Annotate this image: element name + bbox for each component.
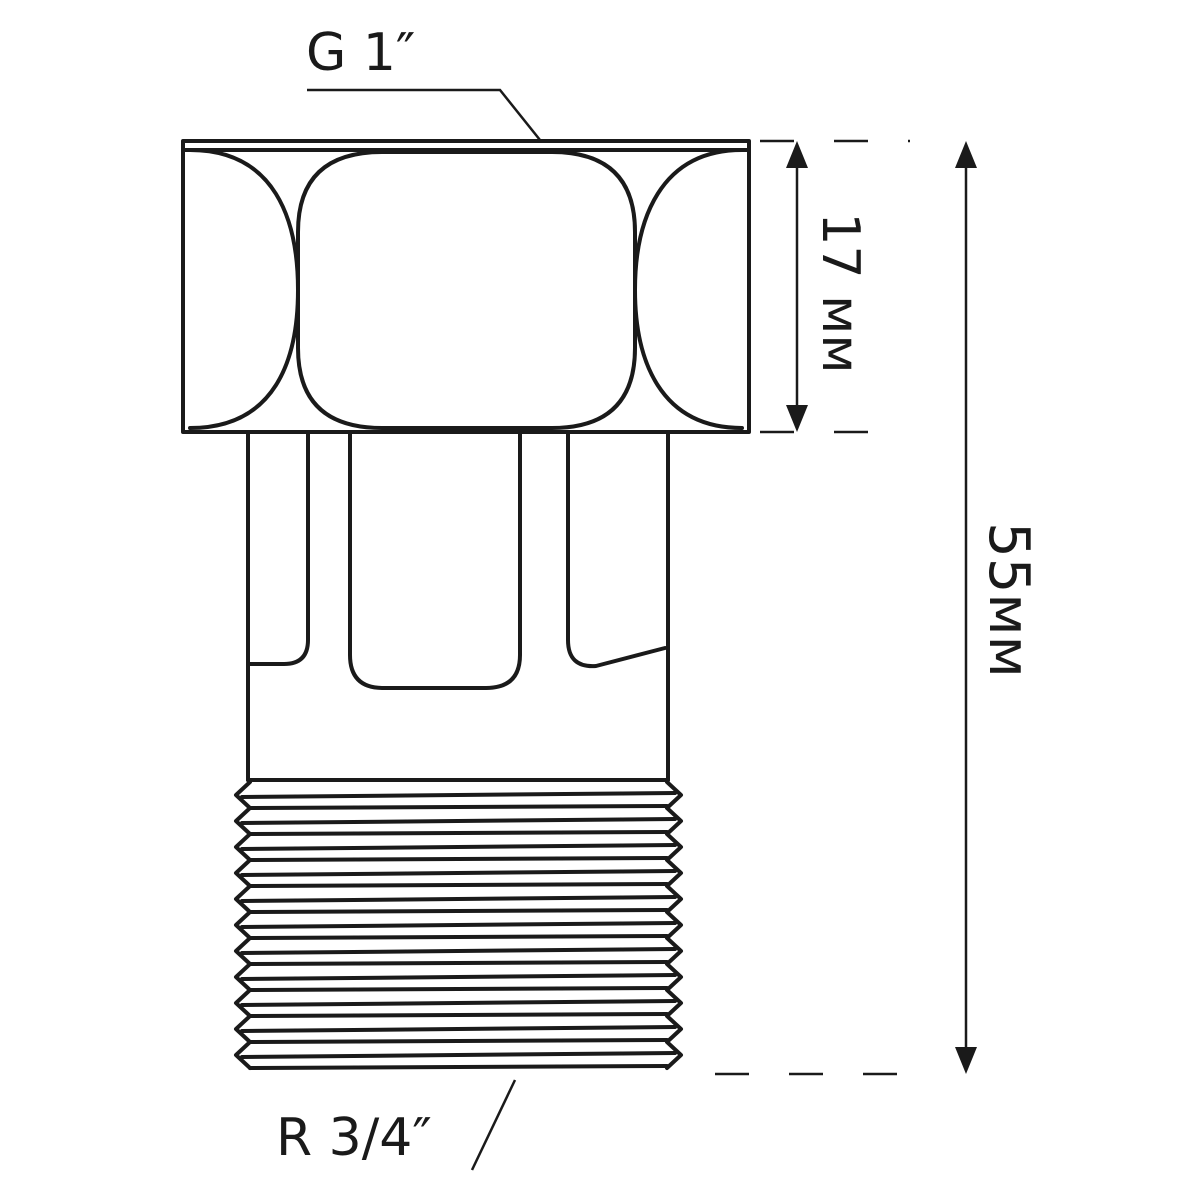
thread-crest-line — [240, 999, 677, 1007]
hex-left-face — [188, 148, 300, 430]
thread-crest-line — [240, 1051, 677, 1059]
thread-root-line — [248, 960, 669, 966]
nut-height-arrow-top — [786, 141, 808, 168]
thread-root-line — [248, 856, 669, 862]
top-thread-label: G 1″ — [306, 23, 415, 83]
top-thread-leader — [307, 88, 541, 141]
total-length-label: 55мм — [976, 522, 1041, 678]
thread-root-line — [248, 804, 669, 810]
nut-height-label: 17 мм — [810, 212, 870, 373]
thread-left-profile — [234, 780, 252, 1070]
bottom-thread-label: R 3/4″ — [276, 1108, 432, 1168]
thread-root-line — [248, 986, 669, 992]
male-thread — [234, 780, 683, 1070]
thread-root-line — [248, 1012, 669, 1018]
thread-root-line — [248, 830, 669, 836]
thread-right-profile — [665, 780, 683, 1070]
dimension-nut-height — [786, 141, 808, 432]
body-slot-left — [248, 430, 310, 666]
thread-crest-line — [240, 817, 677, 825]
thread-crest-line — [240, 791, 677, 799]
thread-root-line — [248, 882, 669, 888]
thread-root-line — [248, 1038, 669, 1044]
thread-crest-line — [240, 973, 677, 981]
body-slot-center — [348, 430, 522, 690]
thread-root-line — [248, 908, 669, 914]
thread-root-line — [248, 934, 669, 940]
thread-crest-line — [240, 921, 677, 929]
hex-center-face — [296, 150, 637, 430]
thread-crest-line — [240, 843, 677, 851]
hex-nut-outline — [181, 139, 751, 434]
body-slot-right — [566, 430, 667, 669]
hex-right-face — [633, 148, 744, 430]
bottom-thread-leader — [470, 1079, 517, 1171]
thread-crest-line — [240, 869, 677, 877]
total-length-arrow-top — [955, 141, 977, 168]
thread-crest-line — [240, 947, 677, 955]
fitting-body — [246, 430, 670, 782]
thread-crest-line — [240, 895, 677, 903]
hex-nut — [181, 139, 751, 434]
total-length-arrow-bottom — [955, 1047, 977, 1074]
dimension-total-length — [955, 141, 977, 1074]
nut-height-arrow-bottom — [786, 405, 808, 432]
thread-root-line — [248, 1064, 669, 1070]
thread-crest-line — [240, 1025, 677, 1033]
